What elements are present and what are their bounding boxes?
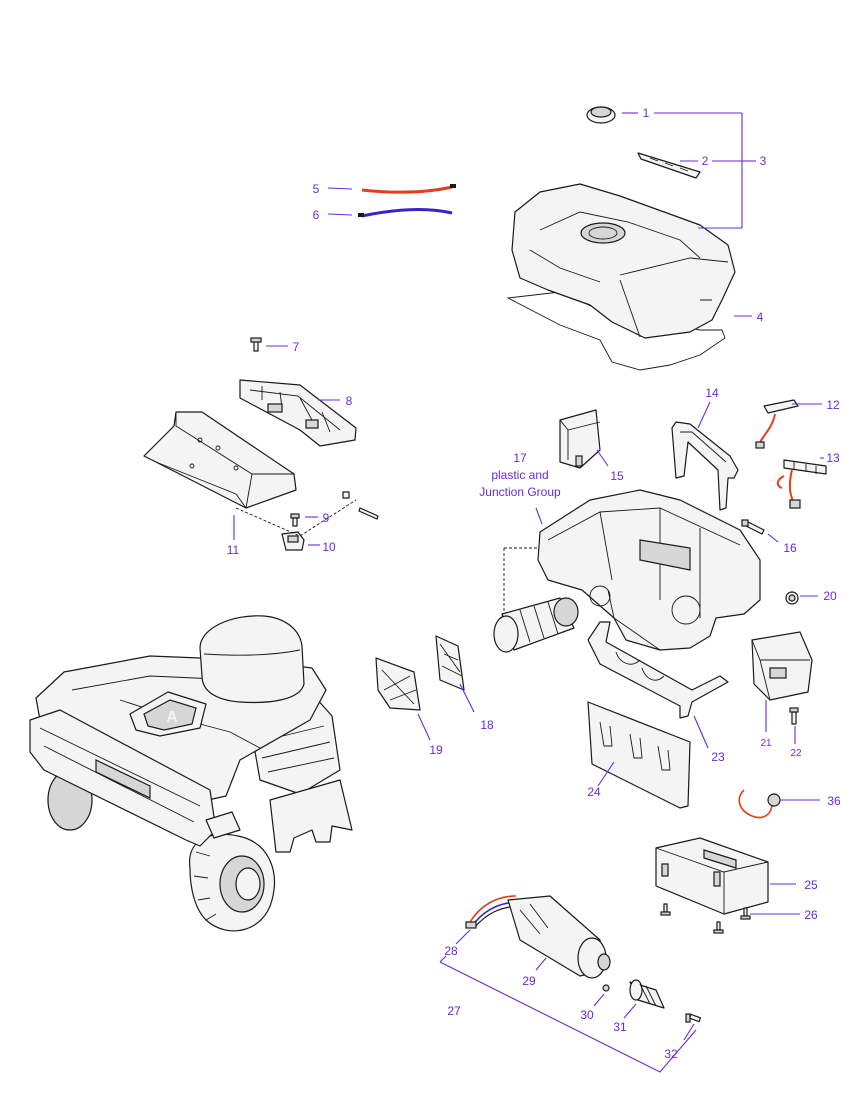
callout-5: 5 <box>313 182 320 196</box>
part-23-frame <box>587 621 729 719</box>
part-10-clip <box>281 531 305 551</box>
callout-labels: 1 2 3 4 5 6 7 8 9 10 11 12 13 14 15 16 1… <box>227 106 841 1061</box>
callout-29: 29 <box>522 974 536 988</box>
callout-18: 18 <box>480 718 494 732</box>
callout-32: 32 <box>664 1047 678 1061</box>
part-30-small-part <box>602 984 610 992</box>
logo-letter: A <box>166 709 178 726</box>
part-3-top-cover <box>511 183 736 339</box>
callout-7: 7 <box>293 340 300 354</box>
callout-22: 22 <box>790 748 802 759</box>
part-6-blue-cable <box>358 208 453 218</box>
part-9-screw <box>290 513 300 527</box>
callout-17-number: 17 <box>513 451 527 465</box>
part-31-gear <box>629 979 665 1009</box>
callout-11: 11 <box>227 543 240 557</box>
part-25-battery <box>655 837 769 915</box>
callout-17-line-3: Junction Group <box>479 485 561 499</box>
part-19-vent-grille <box>375 657 421 711</box>
part-12-connector <box>755 399 799 449</box>
dashed-assembly-path-motor <box>503 547 538 612</box>
assembled-mower: A <box>29 615 353 932</box>
callout-15: 15 <box>610 469 624 483</box>
part-13-charging-connector <box>776 459 827 509</box>
callout-21: 21 <box>760 738 772 749</box>
callout-28: 28 <box>444 944 458 958</box>
callout-1: 1 <box>643 106 650 120</box>
part-16-screw <box>741 519 765 535</box>
part-17-motor <box>493 597 579 653</box>
callout-16: 16 <box>783 541 797 555</box>
part-8-circuit-board <box>239 379 357 447</box>
leader-lines <box>233 112 824 1073</box>
callout-23: 23 <box>711 750 725 764</box>
part-20-nut <box>785 591 799 605</box>
part-22-pin <box>789 707 799 725</box>
part-18-vent-grille <box>435 635 465 691</box>
callout-24: 24 <box>587 785 601 799</box>
part-2-rail-strip <box>637 152 701 179</box>
callout-9: 9 <box>323 511 330 525</box>
callout-3: 3 <box>760 154 767 168</box>
part-32-screw <box>685 1013 701 1023</box>
part-26-screws <box>660 903 751 934</box>
part-5-red-cable <box>361 184 456 194</box>
part-24-mounting-plate <box>587 701 691 809</box>
callout-27: 27 <box>447 1004 461 1018</box>
part-29-wheel-motor <box>507 895 611 979</box>
callout-14: 14 <box>705 386 719 400</box>
part-36-sensor <box>738 789 781 819</box>
part-11-electronics-tray <box>143 411 297 509</box>
callout-19: 19 <box>429 743 443 757</box>
part-7-screw <box>250 337 262 352</box>
part-15-junction-cover <box>559 409 601 469</box>
callout-20: 20 <box>823 589 837 603</box>
callout-4: 4 <box>757 310 764 324</box>
callout-36: 36 <box>827 794 841 808</box>
callout-13: 13 <box>826 451 840 465</box>
dashed-assembly-path-left <box>235 491 379 537</box>
part-14-handle <box>671 421 739 511</box>
callout-30: 30 <box>580 1008 594 1022</box>
callout-10: 10 <box>322 540 336 554</box>
callout-12: 12 <box>826 398 840 412</box>
callout-31: 31 <box>613 1020 627 1034</box>
part-21-control-box <box>751 631 813 701</box>
callout-8: 8 <box>346 394 353 408</box>
callout-26: 26 <box>804 908 818 922</box>
part-17-chassis <box>537 489 761 651</box>
callout-6: 6 <box>313 208 320 222</box>
callout-2: 2 <box>702 154 709 168</box>
part-1-top-cap <box>586 106 616 124</box>
callout-17-line-2: plastic and <box>491 468 548 482</box>
callout-25: 25 <box>804 878 818 892</box>
